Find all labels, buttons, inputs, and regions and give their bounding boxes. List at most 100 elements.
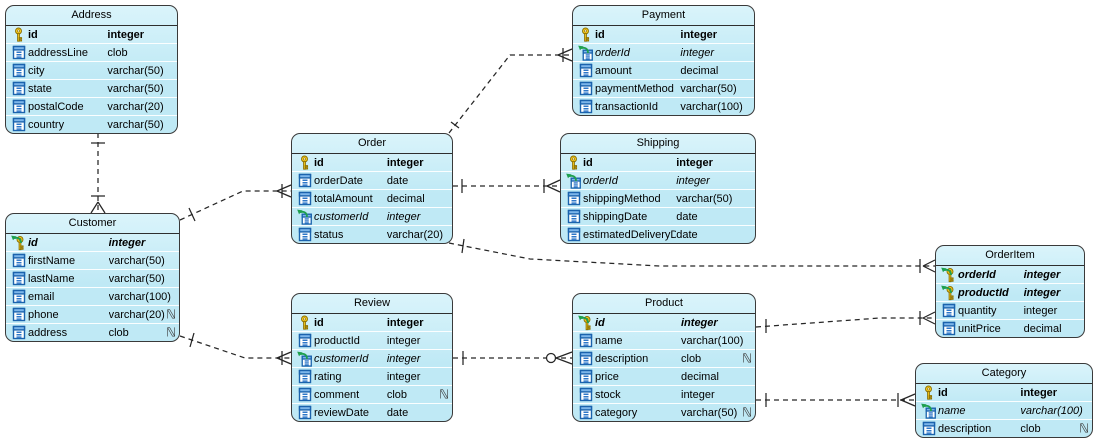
column-name: orderId — [583, 174, 618, 187]
rel-customer-review[interactable] — [179, 332, 292, 365]
column-icon — [576, 99, 595, 114]
column-icon — [939, 303, 958, 318]
column-row-unitPrice[interactable]: unitPrice decimal — [936, 319, 1084, 337]
column-type: date — [386, 174, 409, 187]
rel-product-category[interactable] — [756, 393, 916, 407]
column-fk-icon — [576, 44, 595, 61]
nullable-icon: ℕ — [438, 385, 449, 401]
column-icon — [576, 63, 595, 78]
column-icon — [919, 421, 938, 436]
rel-review-product[interactable] — [453, 351, 573, 365]
column-name: id — [314, 316, 324, 329]
column-fk-icon — [295, 208, 314, 225]
rel-order-orderitem[interactable] — [448, 238, 936, 273]
column-type: integer — [680, 46, 715, 59]
entity-title: Customer — [6, 214, 179, 234]
column-type: integer — [107, 28, 145, 41]
column-name: price — [595, 370, 619, 383]
column-icon — [9, 99, 28, 114]
column-row-price[interactable]: price decimal — [573, 367, 755, 385]
column-type: clob — [681, 352, 702, 365]
column-type: integer — [108, 236, 146, 249]
rel-order-shipping[interactable] — [453, 179, 561, 193]
column-row-estimatedDeliveryDate[interactable]: estimatedDeliveryDatedate — [561, 225, 755, 243]
column-icon — [576, 333, 595, 348]
key-fk-icon — [939, 284, 958, 301]
column-type: clob — [107, 46, 128, 59]
column-type: decimal — [681, 370, 719, 383]
column-type: decimal — [1023, 322, 1062, 335]
column-name: address — [28, 326, 68, 339]
column-name: firstName — [28, 254, 76, 267]
column-icon — [564, 191, 583, 206]
column-name: reviewDate — [314, 406, 370, 419]
column-name: status — [314, 228, 344, 241]
column-icon — [9, 325, 28, 340]
column-type: varchar(50) — [107, 64, 164, 77]
column-type: varchar(100) — [680, 100, 743, 113]
rel-order-payment[interactable] — [448, 48, 573, 134]
rel-address-customer[interactable] — [90, 133, 106, 214]
column-name: name — [595, 334, 623, 347]
column-name: id — [314, 156, 324, 169]
column-name: unitPrice — [958, 322, 1001, 335]
rel-product-orderitem[interactable] — [755, 311, 936, 333]
rel-customer-order[interactable] — [179, 184, 292, 222]
column-type: decimal — [386, 192, 425, 205]
